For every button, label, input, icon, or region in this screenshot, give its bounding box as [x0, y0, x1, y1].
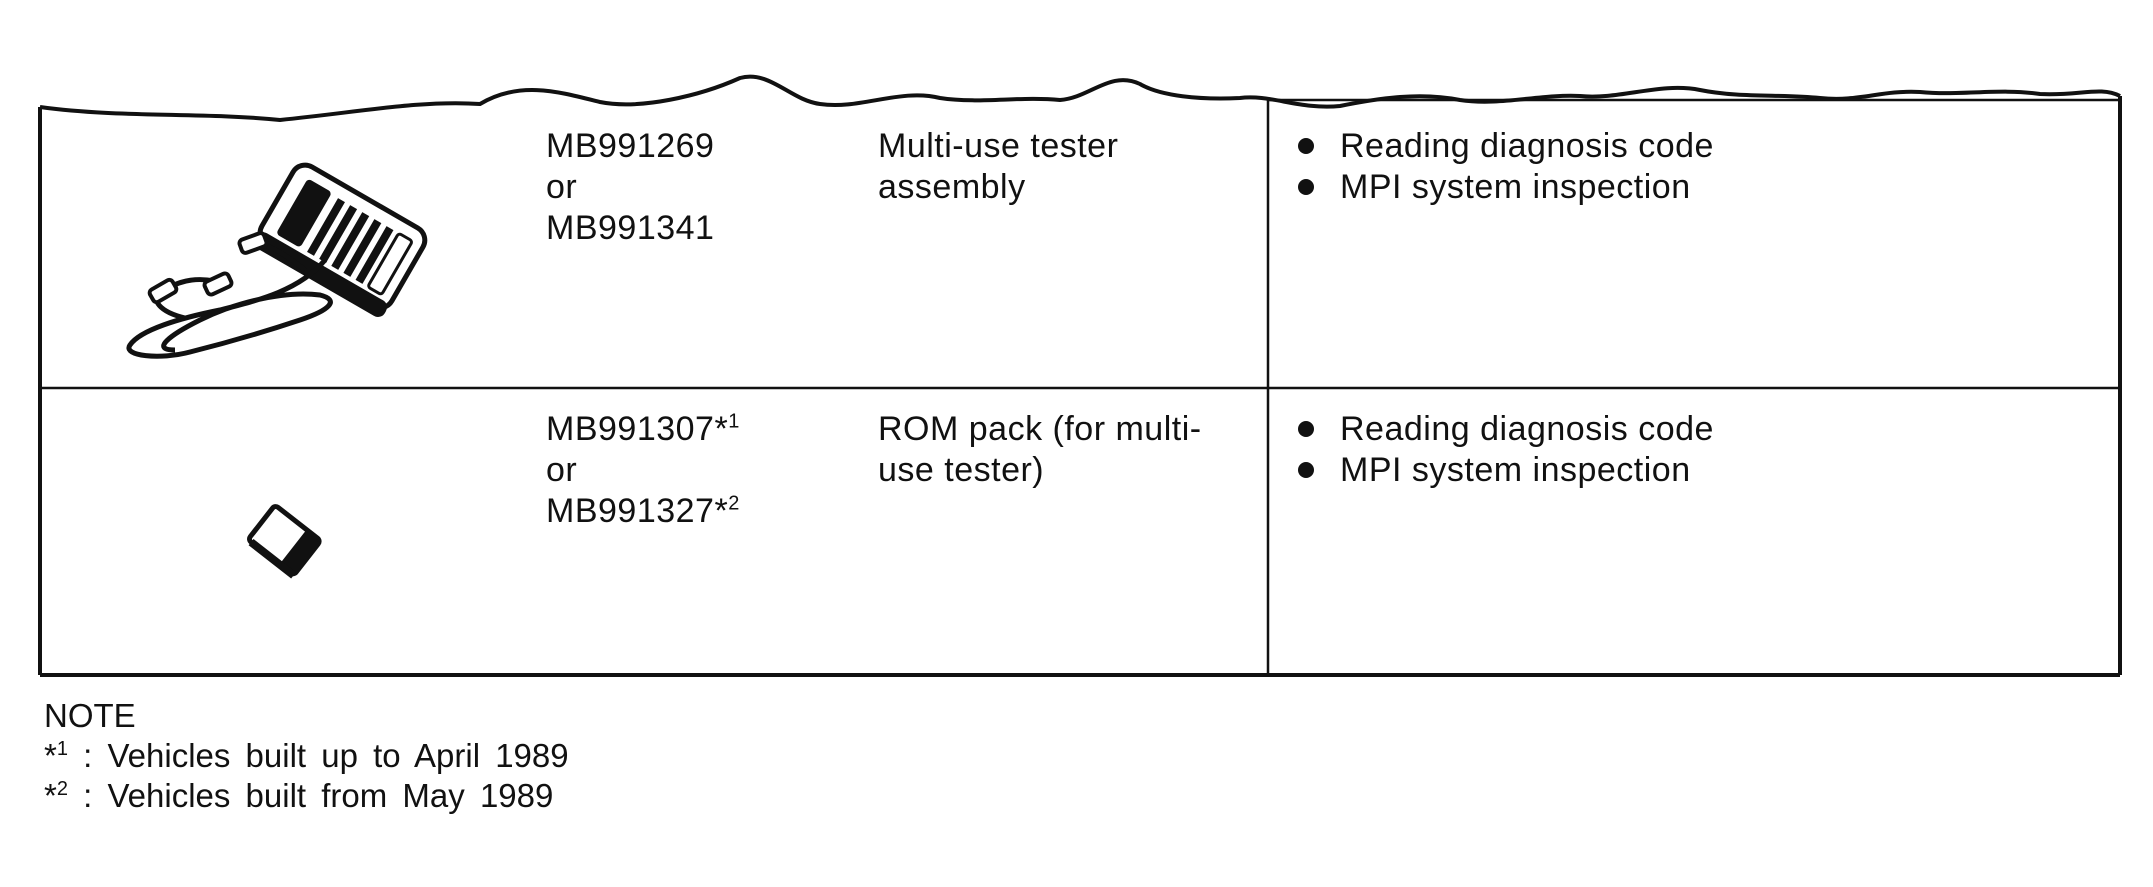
- row2-use-item: MPI system inspection: [1298, 450, 1714, 491]
- row2-uses: Reading diagnosis code MPI system inspec…: [1298, 409, 1714, 491]
- row1-uses: Reading diagnosis code MPI system inspec…: [1298, 126, 1714, 208]
- row1-use-item: MPI system inspection: [1298, 167, 1714, 208]
- note-title: NOTE: [44, 697, 136, 734]
- row2-use-item: Reading diagnosis code: [1298, 409, 1714, 450]
- multi-use-tester-icon: [253, 162, 428, 317]
- bullet-icon: [1298, 179, 1314, 195]
- row2-tool-name-line2: use tester): [878, 451, 1045, 489]
- bullet-icon: [1298, 138, 1314, 154]
- rom-pack-icon: [247, 504, 322, 579]
- row2-part-numbers: MB991307*1 or MB991327*2: [546, 409, 740, 532]
- row2-part-number-1: MB991307*1: [546, 410, 740, 448]
- row1-tool-name-line1: Multi-use tester: [878, 127, 1119, 165]
- row2-part-number-2: MB991327*2: [546, 492, 740, 530]
- row1-tool-name-line2: assembly: [878, 168, 1026, 206]
- bullet-icon: [1298, 421, 1314, 437]
- note-item-1: *1 : Vehicles built up to April 1989: [44, 737, 569, 774]
- row2-tool-name-line1: ROM pack (for multi-: [878, 410, 1202, 448]
- row2-part-number-or: or: [546, 451, 578, 489]
- row2-tool-name: ROM pack (for multi- use tester): [878, 409, 1202, 491]
- note-item-2: *2 : Vehicles built from May 1989: [44, 777, 554, 814]
- bullet-icon: [1298, 462, 1314, 478]
- row1-use-item: Reading diagnosis code: [1298, 126, 1714, 167]
- row1-part-number-2: MB991341: [546, 209, 715, 247]
- row1-part-numbers: MB991269 or MB991341: [546, 126, 714, 249]
- row1-part-number-or: or: [546, 168, 578, 206]
- row1-tool-name: Multi-use tester assembly: [878, 126, 1118, 208]
- row1-part-number-1: MB991269: [546, 127, 715, 165]
- torn-edge-line: [39, 74, 2121, 123]
- tester-plug-icons: [147, 231, 269, 305]
